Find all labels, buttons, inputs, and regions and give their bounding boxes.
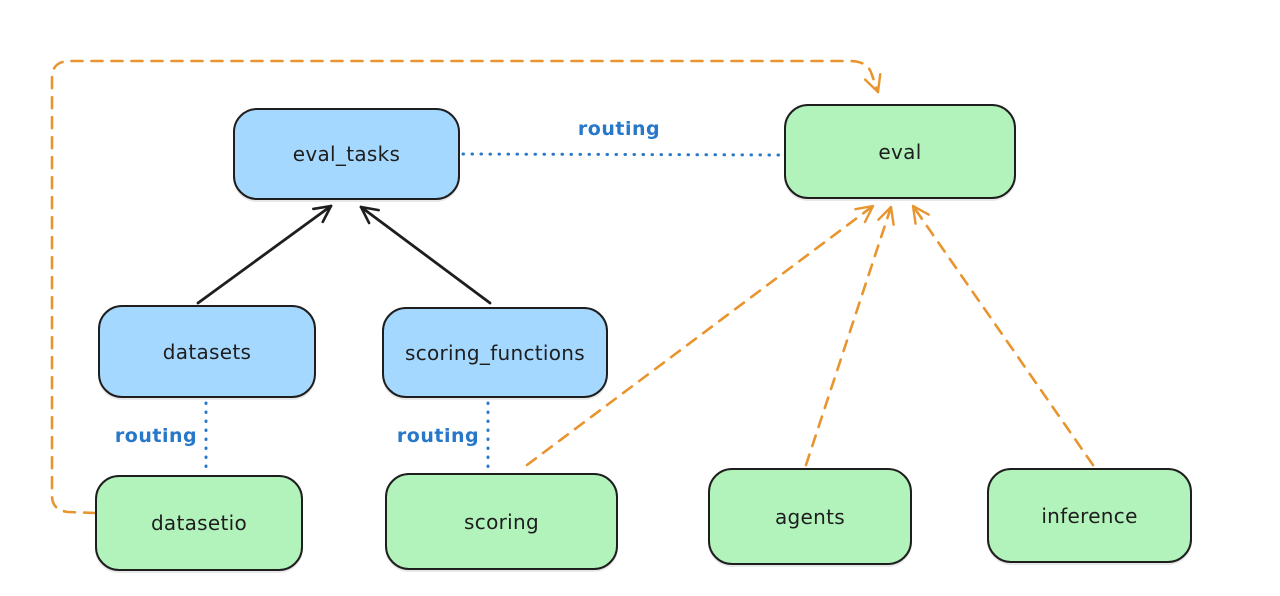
edge-datasetio-to-eval	[50, 59, 882, 515]
node-datasetio: datasetio	[95, 475, 303, 571]
edge-agents-to-eval	[804, 205, 895, 467]
edge-label-routing-middle: routing	[396, 425, 480, 447]
node-agents: agents	[708, 468, 912, 565]
edge-label-routing-left: routing	[114, 425, 198, 447]
edge-inference-to-eval	[911, 204, 1095, 467]
edge-label-routing-top: routing	[577, 118, 661, 140]
node-scoring: scoring	[385, 473, 618, 570]
edge-scoring_functions-to-eval_tasks	[359, 205, 492, 305]
node-inference: inference	[987, 468, 1192, 563]
node-datasets: datasets	[98, 305, 316, 398]
edge-datasets-to-eval_tasks	[196, 204, 333, 305]
edge-scoring-to-eval	[525, 204, 875, 467]
node-eval_tasks: eval_tasks	[233, 108, 460, 200]
node-eval: eval	[784, 104, 1016, 199]
node-scoring_functions: scoring_functions	[382, 307, 608, 398]
edge-eval_tasks-to-eval-routing	[461, 152, 788, 157]
